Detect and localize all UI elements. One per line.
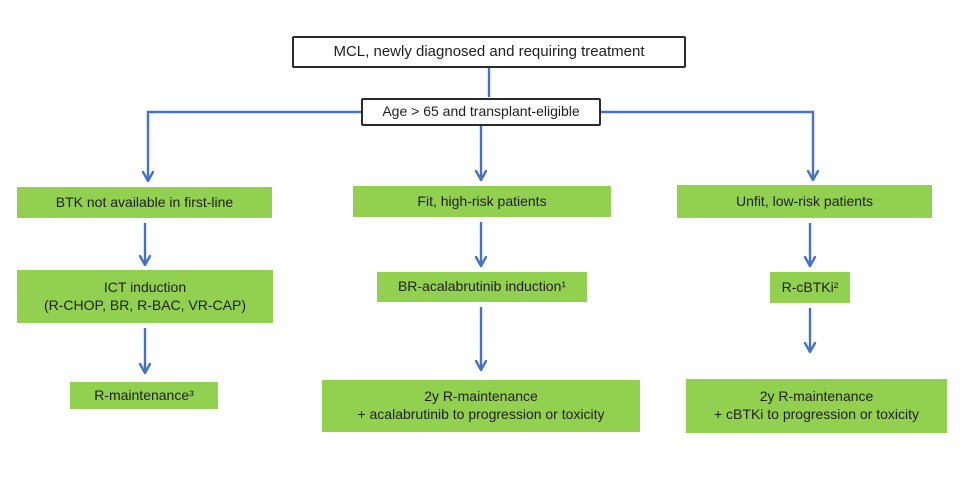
middle-branch-condition-label: Fit, high-risk patients xyxy=(417,192,547,209)
right-branch-condition-node: Unfit, low-risk patients xyxy=(677,185,932,218)
left-branch-condition-label: BTK not available in first-line xyxy=(55,193,234,210)
right-branch-condition-label: Unfit, low-risk patients xyxy=(736,192,873,209)
root-node: MCL, newly diagnosed and requiring treat… xyxy=(292,36,686,68)
left-branch-induction-node: ICT induction (R-CHOP, BR, R-BAC, VR-CAP… xyxy=(17,270,273,323)
right-branch-maintenance-node: 2y R-maintenance + cBTKi to progression … xyxy=(686,379,947,433)
right-branch-induction-label: R-cBTKi² xyxy=(781,278,839,295)
left-branch-induction-line2: (R-CHOP, BR, R-BAC, VR-CAP) xyxy=(44,296,246,313)
middle-branch-induction-label: BR-acalabrutinib induction¹ xyxy=(397,278,567,295)
left-branch-maintenance-label: R-maintenance³ xyxy=(94,386,194,403)
decision-node: Age > 65 and transplant-eligible xyxy=(361,98,601,126)
middle-branch-maintenance-line1: 2y R-maintenance xyxy=(424,388,538,405)
right-branch-maintenance-line1: 2y R-maintenance xyxy=(759,388,874,405)
right-branch-maintenance-line2: + cBTKi to progression or toxicity xyxy=(713,406,920,422)
middle-branch-maintenance-line2: + acalabrutinib to progression or toxici… xyxy=(357,406,605,422)
decision-node-label: Age > 65 and transplant-eligible xyxy=(382,103,580,120)
connector-decision-to-right-branch xyxy=(601,110,820,182)
middle-branch-induction-node: BR-acalabrutinib induction¹ xyxy=(377,272,587,302)
connector-decision-to-left-branch xyxy=(141,110,361,183)
left-branch-condition-node: BTK not available in first-line xyxy=(17,187,272,218)
right-branch-induction-node: R-cBTKi² xyxy=(770,272,850,303)
middle-branch-condition-node: Fit, high-risk patients xyxy=(353,186,611,217)
root-node-label: MCL, newly diagnosed and requiring treat… xyxy=(333,43,645,61)
left-branch-induction-line1: ICT induction xyxy=(103,278,187,295)
left-branch-maintenance-node: R-maintenance³ xyxy=(70,382,218,409)
middle-branch-maintenance-node: 2y R-maintenance + acalabrutinib to prog… xyxy=(322,380,640,432)
